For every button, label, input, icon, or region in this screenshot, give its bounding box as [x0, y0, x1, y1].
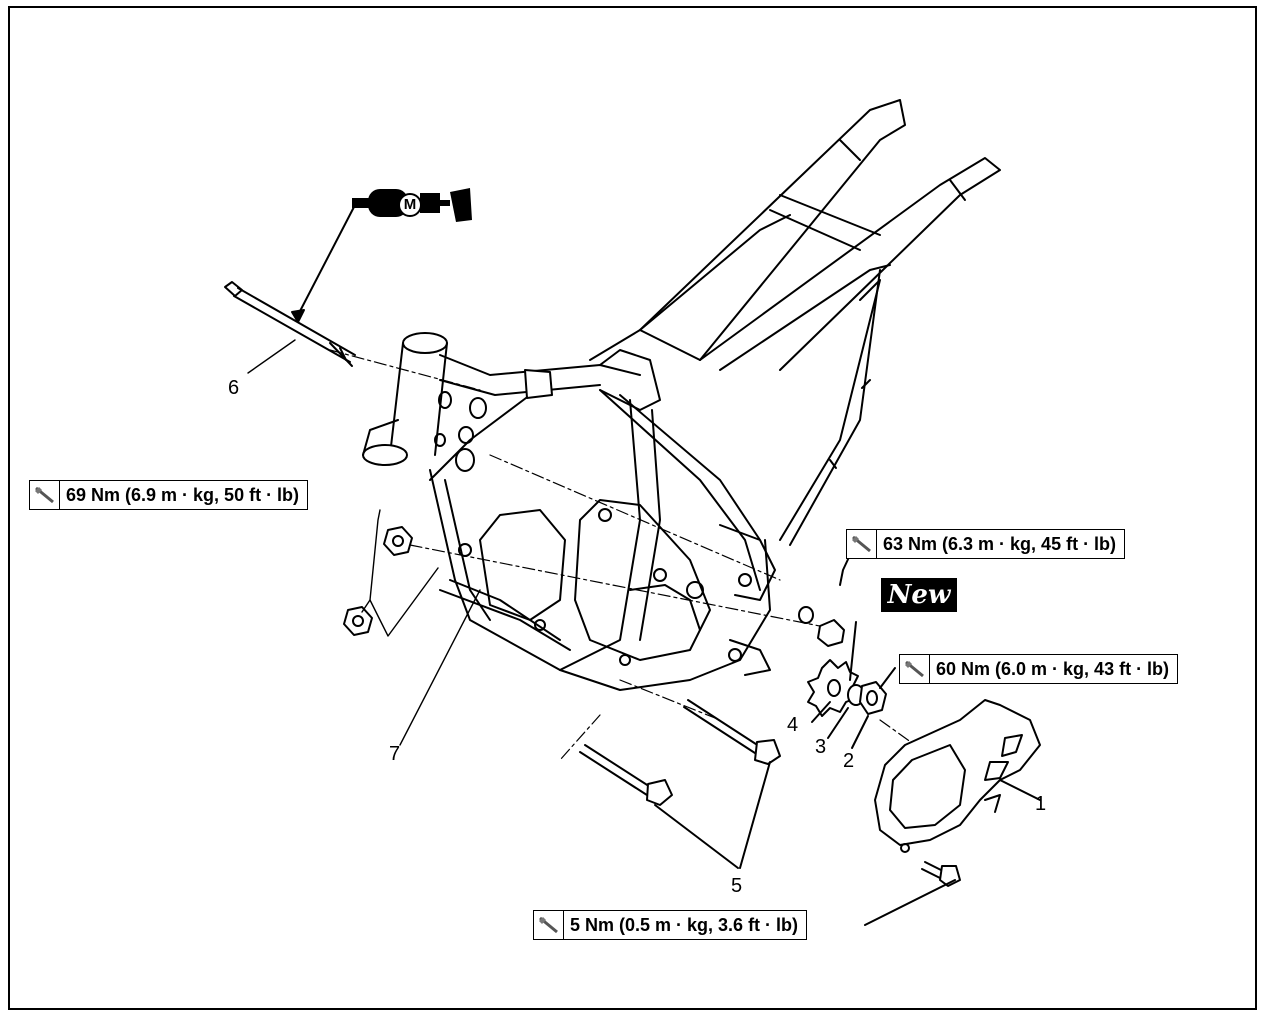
- callout-1: 1: [1035, 793, 1047, 815]
- lube-m-badge: M: [398, 193, 422, 217]
- torque-spec-text: 60 Nm (6.0 m · kg, 43 ft · lb): [936, 658, 1170, 679]
- torque-spec-69nm: 69 Nm (6.9 m · kg, 50 ft · lb): [29, 480, 309, 510]
- gusset-holes: [434, 391, 487, 472]
- leader-6: [247, 339, 296, 374]
- callout-2: 2: [843, 750, 855, 772]
- torque-wrench-icon: [534, 911, 564, 939]
- leader-grease: [297, 204, 356, 316]
- torque-spec-text: 63 Nm (6.3 m · kg, 45 ft · lb): [883, 533, 1117, 554]
- pivot-shaft-6: [224, 281, 356, 367]
- callout-3: 3: [815, 736, 827, 758]
- callout-4: 4: [787, 714, 799, 736]
- left-mount-nuts: [343, 526, 413, 636]
- leader-69nm: [361, 509, 439, 637]
- right-spacer-nut: [798, 554, 851, 647]
- torque-spec-text: 69 Nm (6.9 m · kg, 50 ft · lb): [66, 484, 300, 505]
- torque-wrench-icon: [900, 655, 930, 683]
- molybdenum-grease-gun-icon: [352, 188, 472, 222]
- arrow-head: [291, 309, 305, 323]
- torque-wrench-icon: [30, 481, 60, 509]
- torque-wrench-icon: [847, 530, 877, 558]
- sprocket-cover-1: [874, 699, 1041, 853]
- leader-7: [399, 589, 481, 746]
- torque-spec-5nm: 5 Nm (0.5 m · kg, 3.6 ft · lb): [533, 910, 808, 940]
- drive-sprocket-group: [807, 621, 896, 749]
- torque-spec-text: 5 Nm (0.5 m · kg, 3.6 ft · lb): [570, 914, 799, 935]
- main-frame: [362, 332, 776, 691]
- callout-7: 7: [389, 743, 401, 765]
- engine-bracket-7: [458, 499, 752, 666]
- callout-5: 5: [731, 875, 743, 897]
- torque-spec-60nm: 60 Nm (6.0 m · kg, 43 ft · lb): [899, 654, 1179, 684]
- torque-spec-63nm: 63 Nm (6.3 m · kg, 45 ft · lb): [846, 529, 1126, 559]
- cover-bolt: [864, 861, 961, 926]
- new-part-badge: New: [881, 578, 957, 612]
- rear-subframe: [589, 99, 1001, 546]
- engine-mount-bolts-5: [579, 699, 781, 869]
- diagram-frame: [8, 6, 1257, 1010]
- callout-6: 6: [228, 377, 240, 399]
